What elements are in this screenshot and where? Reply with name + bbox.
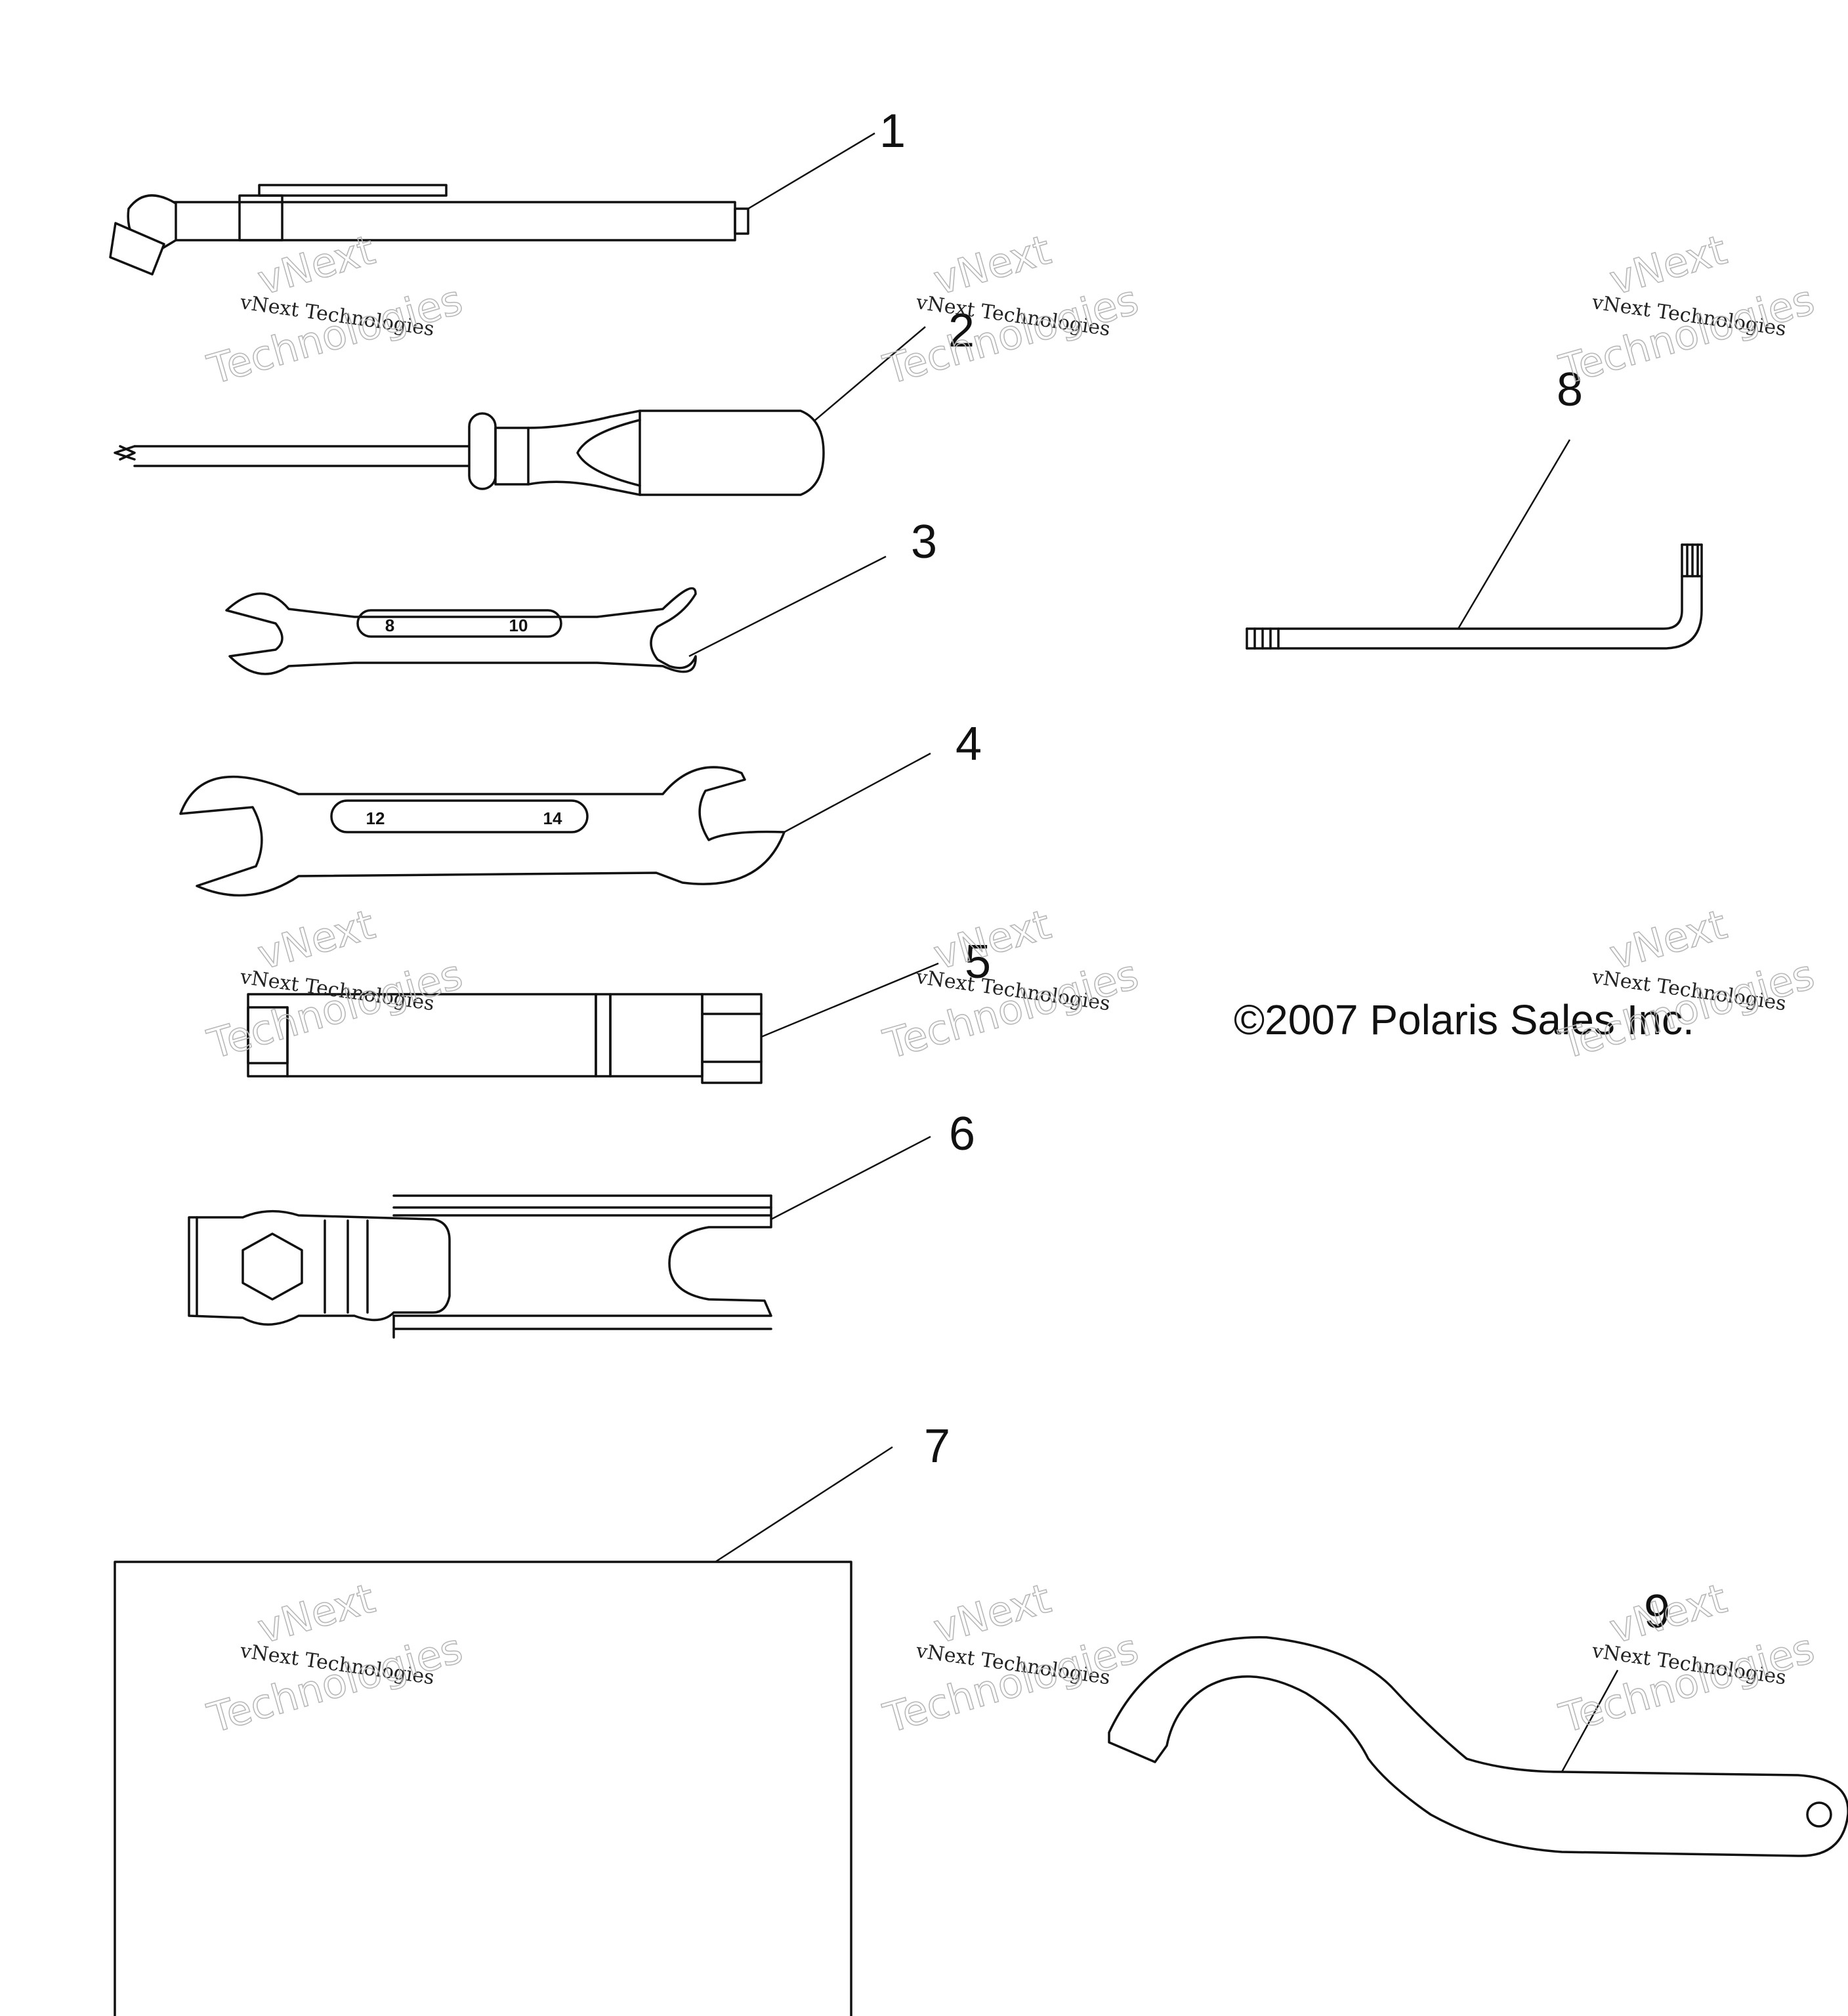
leader-2	[813, 326, 926, 422]
watermark-big-1: vNext	[929, 1574, 1056, 1653]
watermark-3: vNext Technologies vNext Technologies	[1554, 225, 1820, 394]
watermark-big-1: vNext	[253, 226, 380, 304]
size-mark-12: 12	[366, 808, 385, 828]
size-mark-14: 14	[543, 808, 562, 828]
part-7-tool-pouch	[114, 1561, 852, 2016]
part-1-pressure-gauge	[109, 184, 749, 276]
leader-3	[688, 555, 887, 658]
watermark-4: vNext Technologies vNext Technologies	[202, 900, 469, 1069]
leader-7	[715, 1446, 893, 1563]
callout-4: 4	[956, 718, 982, 770]
watermark-big-1: vNext	[1605, 226, 1732, 304]
watermark-9: vNext Technologies vNext Technologies	[1554, 1574, 1820, 1743]
leader-1	[747, 132, 875, 210]
part-3-wrench-8-10: 8 10	[225, 587, 697, 675]
leader-5	[761, 962, 939, 1038]
part-2-screwdriver	[114, 410, 825, 496]
callout-3: 3	[911, 516, 937, 568]
callout-9: 9	[1644, 1586, 1670, 1638]
watermark-8: vNext Technologies vNext Technologies	[878, 1574, 1144, 1743]
watermark-5: vNext Technologies vNext Technologies	[878, 900, 1144, 1069]
part-6-handle-box-wrench	[188, 1194, 772, 1339]
callout-8: 8	[1557, 364, 1583, 416]
part-9-spanner-wrench	[1108, 1636, 1848, 1857]
watermark-big-1: vNext	[929, 226, 1056, 304]
watermark-big-1: vNext	[253, 900, 380, 979]
part-4-wrench-12-14: 12 14	[179, 766, 786, 897]
copyright-text: ©2007 Polaris Sales Inc.	[1234, 996, 1694, 1043]
size-mark-8: 8	[385, 616, 394, 635]
watermark-big-1: vNext	[253, 1574, 380, 1653]
watermark-big-1: vNext	[929, 900, 1056, 979]
leader-8	[1457, 439, 1571, 629]
size-mark-10: 10	[509, 616, 528, 635]
watermark-1: vNext Technologies vNext Technologies	[202, 225, 469, 394]
leader-9	[1561, 1670, 1619, 1773]
part-8-l-key	[1246, 543, 1703, 650]
leader-6	[770, 1135, 931, 1221]
watermark-2: vNext Technologies vNext Technologies	[878, 225, 1144, 394]
leader-4	[784, 752, 931, 833]
callout-6: 6	[949, 1108, 975, 1160]
callout-7: 7	[924, 1420, 950, 1473]
callout-1: 1	[879, 105, 906, 158]
watermark-7: vNext Technologies vNext Technologies	[202, 1574, 469, 1743]
callout-5: 5	[965, 936, 991, 988]
watermark-big-1: vNext	[1605, 900, 1732, 979]
part-5-spark-plug-socket	[247, 993, 763, 1084]
callout-2: 2	[948, 304, 975, 357]
